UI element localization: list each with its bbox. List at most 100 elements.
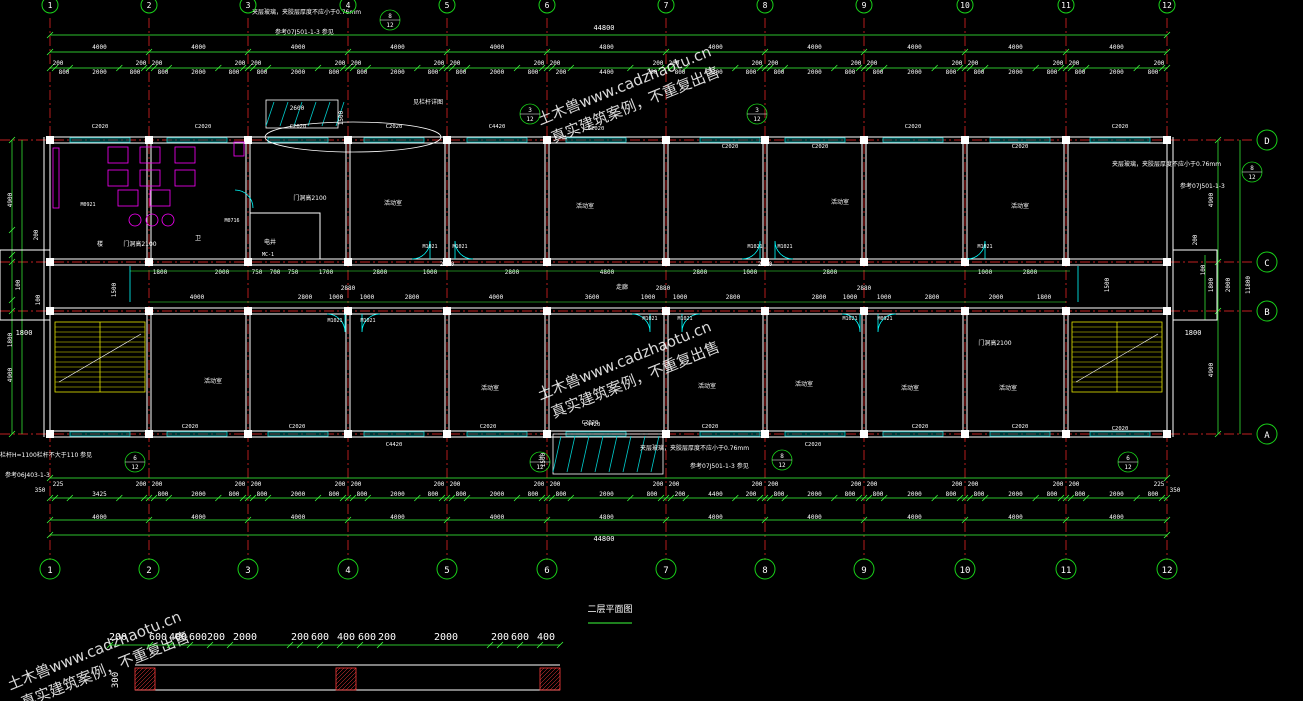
dim-text: 4000 bbox=[708, 44, 723, 51]
dimension-tick bbox=[667, 64, 675, 72]
dimension-tick bbox=[145, 494, 153, 502]
dim-text: 200 bbox=[669, 60, 680, 67]
column bbox=[46, 258, 54, 266]
glass-hatch bbox=[307, 101, 317, 127]
section-hatch bbox=[541, 671, 561, 691]
section-tick bbox=[286, 641, 294, 649]
section-tick bbox=[516, 641, 524, 649]
vertical-dimension-tick bbox=[8, 251, 16, 259]
dimension-tick bbox=[1082, 494, 1090, 502]
note-stair-ref: 参考06J403-1-3 bbox=[5, 471, 50, 479]
axis-bubble-bottom bbox=[754, 558, 776, 580]
dim-text: 200 bbox=[746, 491, 757, 498]
axis-bubble-top bbox=[239, 0, 257, 14]
column bbox=[543, 307, 551, 315]
dim-text: 200 bbox=[647, 69, 658, 76]
corridor-center-dim: 2880 bbox=[857, 285, 872, 292]
dimension-tick bbox=[855, 64, 863, 72]
dim-text: 800 bbox=[647, 491, 658, 498]
dimension-tick bbox=[46, 494, 54, 502]
dimension-tick bbox=[344, 516, 352, 524]
column bbox=[244, 430, 252, 438]
section-dim-text: 200 bbox=[207, 632, 225, 643]
doors bbox=[129, 189, 1079, 333]
dimension-tick bbox=[865, 64, 873, 72]
dimension-tick bbox=[414, 64, 421, 72]
section-tick bbox=[316, 641, 324, 649]
door-swing-arc bbox=[454, 240, 474, 260]
dim-text: 800 bbox=[873, 69, 884, 76]
dim-text: 200 bbox=[851, 481, 862, 488]
dimension-tick bbox=[662, 516, 670, 524]
dim-text: 2000 bbox=[191, 491, 206, 498]
dim-text: 225 bbox=[1154, 481, 1165, 488]
dim-text: 800 bbox=[1148, 69, 1159, 76]
column bbox=[860, 136, 868, 144]
column bbox=[761, 258, 769, 266]
column bbox=[860, 430, 868, 438]
dimension-tick bbox=[1062, 494, 1070, 502]
dim-text: 800 bbox=[428, 69, 439, 76]
section-hatch bbox=[134, 667, 156, 689]
dim-text: 200 bbox=[450, 60, 461, 67]
dimension-tick bbox=[463, 64, 471, 72]
dimension-tick bbox=[860, 516, 868, 524]
axis-bubble-bottom bbox=[337, 558, 359, 580]
window-label: C2020 bbox=[722, 144, 739, 150]
room-label: 活动室 bbox=[831, 198, 849, 206]
glass-hatch bbox=[580, 435, 590, 473]
corridor-dim-lower: 3600 bbox=[585, 294, 600, 301]
dim-text: 800 bbox=[229, 491, 240, 498]
mop-sink bbox=[233, 141, 245, 157]
dim-text: 2000 bbox=[291, 491, 306, 498]
axis-label-row: B bbox=[1264, 308, 1269, 318]
dimension-tick bbox=[1163, 48, 1171, 56]
axis-bubble-top bbox=[538, 0, 556, 14]
dim-text: 200 bbox=[867, 481, 878, 488]
dim-text: 800 bbox=[257, 491, 268, 498]
left-dim-text: 1500 bbox=[111, 282, 118, 297]
dim-text: 800 bbox=[1047, 491, 1058, 498]
callout-num: 6 bbox=[1126, 455, 1130, 462]
right-dim-text: 1500 bbox=[1104, 277, 1111, 292]
dimension-tick bbox=[140, 64, 148, 72]
dim-text: 200 bbox=[550, 60, 561, 67]
glass-panel-top bbox=[265, 99, 339, 129]
note-glass-right-ref: 参考07J501-1-3 bbox=[1180, 182, 1225, 190]
window-label: C2020 bbox=[702, 424, 719, 430]
door-swing-arc bbox=[774, 240, 794, 260]
dimension-tick bbox=[667, 494, 675, 502]
dimension-tick bbox=[443, 64, 451, 72]
axis-label-bottom: 12 bbox=[1162, 566, 1173, 576]
corridor-dim: 1000 bbox=[978, 269, 993, 276]
column bbox=[961, 258, 969, 266]
dimension-tick bbox=[756, 64, 764, 72]
window-label: C2020 bbox=[386, 124, 403, 130]
corridor-dim: 2800 bbox=[693, 269, 708, 276]
misc-label: 门洞高2100 bbox=[978, 339, 1011, 347]
dimension-tick bbox=[961, 494, 969, 502]
column bbox=[443, 136, 451, 144]
dim-text: 4000 bbox=[191, 44, 206, 51]
callout-num: 3 bbox=[755, 107, 759, 114]
dim-1500: 1500 bbox=[338, 110, 345, 125]
door-swing-arc bbox=[411, 240, 431, 260]
dim-text: 4000 bbox=[490, 44, 505, 51]
door-swing-arc bbox=[681, 313, 701, 333]
toilet-stall bbox=[139, 169, 161, 187]
dimension-tick bbox=[538, 64, 546, 72]
dim-text: 3425 bbox=[92, 491, 107, 498]
dim-text: 200 bbox=[752, 60, 763, 67]
dim-text: 4400 bbox=[599, 69, 614, 76]
room-label: 活动室 bbox=[481, 384, 499, 392]
dimension-tick bbox=[116, 64, 123, 72]
column bbox=[145, 430, 153, 438]
window-label: C2020 bbox=[1012, 144, 1029, 150]
corridor-dim-lower: 1800 bbox=[1037, 294, 1052, 301]
section-hatch bbox=[539, 667, 553, 681]
dim-text: 800 bbox=[1047, 69, 1058, 76]
dim-text: 200 bbox=[653, 481, 664, 488]
column bbox=[344, 136, 352, 144]
dim-text: 800 bbox=[257, 69, 268, 76]
dimension-tick bbox=[966, 494, 974, 502]
